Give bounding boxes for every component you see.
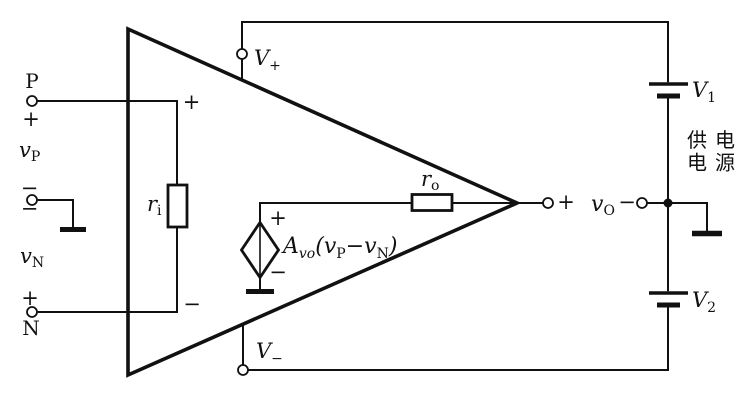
terminal-vminus-circle [237,364,249,376]
wire-n-input [37,227,178,313]
label-vo: vO [591,192,615,219]
junction-dot [663,198,673,208]
label-vminus-rail: V− [256,339,283,367]
sign-plus-vp: + [22,107,40,131]
label-ro: ro [421,167,439,194]
label-battery-v2: V2 [692,288,716,316]
resistor-ro [410,193,454,212]
sign-plus-source: + [269,206,287,230]
terminal-common-circle [26,194,38,206]
opamp-triangle [126,26,522,378]
sign-minus-ri: − [183,292,201,316]
wire-common-to-ground [37,199,74,228]
terminal-p-circle [26,95,38,107]
resistor-ri [166,183,189,229]
label-supply-line1: 供电 [687,128,736,152]
wire-p-input [37,100,178,185]
wire-vminus-rail [248,307,669,371]
label-vn: vN [20,244,44,271]
wire-node-to-ground [668,202,708,231]
terminal-output-minus-circle [636,197,648,209]
sign-minus-output: − [618,190,636,214]
label-ri: ri [147,192,162,219]
sign-plus-output: + [557,190,575,214]
terminal-output-plus-circle [542,197,554,209]
sign-minus-source: − [269,260,287,284]
label-vplus-rail: V+ [254,46,281,74]
label-terminal-n: N [22,316,40,340]
terminal-n-circle [26,306,38,318]
label-terminal-p: P [25,69,38,93]
wire-source-to-ro [259,202,412,223]
label-supply-line2: 电源 [687,151,736,175]
sign-minus-vp: − [21,176,39,200]
sign-plus-ri: + [183,90,201,114]
sign-plus-vn: + [21,286,39,310]
terminal-vplus-circle [236,48,248,60]
label-battery-v1: V1 [692,78,716,106]
sign-minus-vn: − [21,197,39,221]
label-gain-expression: Avo(vP−vN) [281,234,397,262]
wire-vplus-rail [241,21,669,83]
label-vp: vP [19,138,40,165]
